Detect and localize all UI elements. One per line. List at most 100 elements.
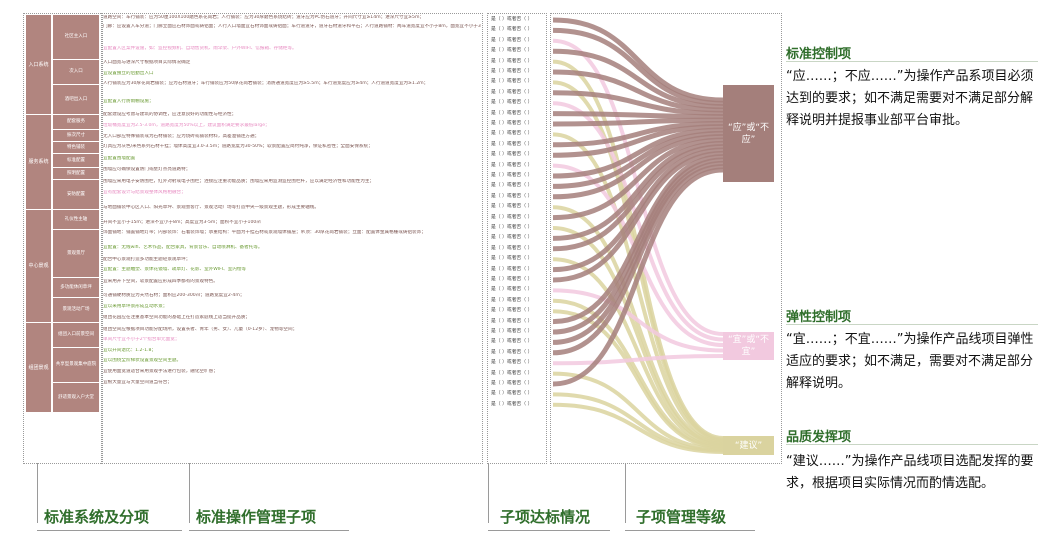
status-check[interactable]: 是（ ）或者否（ ） xyxy=(491,121,533,126)
desc-quality: “建议……”为操作产品线项目选配发挥的要求，根据项目实际情况而酌情选配。 xyxy=(786,454,1034,491)
flow-line xyxy=(552,150,724,283)
label-system: 标准系统及分项 xyxy=(44,508,150,526)
status-check[interactable]: 是（ ）或者否（ ） xyxy=(491,214,533,220)
status-check[interactable]: 是（ ）或者否（ ） xyxy=(491,266,533,272)
status-check[interactable]: 是（ ）或者否（ ） xyxy=(491,69,533,74)
item-line: 配合中心景观打造多功能主题轻景观草坪； xyxy=(103,257,191,262)
status-check[interactable]: 是（ ）或者否（ ） xyxy=(491,204,533,210)
item-line: 组团空间应根据项目功能分配场所，设置长者、青年（男、女）、儿童（0-12岁）、宠… xyxy=(103,327,298,332)
flow-line xyxy=(552,226,724,446)
flow-line xyxy=(552,137,724,221)
status-check[interactable]: 是（ ）或者否（ ） xyxy=(491,329,533,334)
item-line: 入口面宽与进深尺寸根据项目实际情况确定 xyxy=(103,60,191,65)
category-l2: 景观活动广场 xyxy=(53,298,99,323)
status-check[interactable]: 是（ ）或者否（ ） xyxy=(491,162,533,168)
flow-line xyxy=(552,164,724,356)
category-l2: 景观景厅 xyxy=(53,230,99,278)
item-line: 宜使用面宽道适合采用景观手法进行包装，融化空旷感； xyxy=(103,369,218,374)
category-l2: 次入口 xyxy=(53,60,99,85)
item-line: 宜采用开下空间，软景配置应形成四季都有的景观特色。 xyxy=(103,279,218,284)
status-check[interactable]: 是（ ）或者否（ ） xyxy=(491,100,533,106)
level-should-box: “应”或“不应” xyxy=(723,85,774,182)
status-check[interactable]: 是（ ）或者否（ ） xyxy=(491,17,533,22)
status-check[interactable]: 是（ ）或者否（ ） xyxy=(491,297,533,303)
item-line: 宜以采用草坪景形成互动水景； xyxy=(103,304,168,309)
status-check[interactable]: 是（ ）或者否（ ） xyxy=(491,37,533,43)
flow-line xyxy=(552,127,724,179)
status-check[interactable]: 是（ ）或者否（ ） xyxy=(491,318,533,324)
item-line: 围墙应可确保设置防门或壁灯点亮道路特； xyxy=(103,167,191,172)
category-column: 入口系统服务系统中心景观组团景观社区主入口次入口酒吧出入口配套服务振次尺寸特色铺… xyxy=(26,15,99,462)
item-line: 宜以围绕全阶梯状设置景观空间主题。 xyxy=(103,358,182,363)
status-check[interactable]: 是（ ）或者否（ ） xyxy=(491,339,533,345)
status-check[interactable]: 是（ ）或者否（ ） xyxy=(491,360,533,366)
flow-line xyxy=(552,140,724,241)
item-line: 围墙应采用电子安防围栏，红外对射或电子围栏；连接应注重功能品质；围墙应采用监测监… xyxy=(103,179,375,184)
status-check[interactable]: 是（ ）或者否（ ） xyxy=(491,381,533,386)
category-l2: 多功能休闲草坪 xyxy=(53,278,99,298)
status-check[interactable]: 是（ ）或者否（ ） xyxy=(491,349,533,355)
flow-line xyxy=(552,124,724,158)
item-line: 宜设置独立的后勤出入口 xyxy=(103,71,154,76)
status-check[interactable]: 是（ ）或者否（ ） xyxy=(491,27,533,33)
status-check[interactable]: 是（ ）或者否（ ） xyxy=(491,391,533,397)
flow-line xyxy=(552,134,724,200)
status-check[interactable]: 是（ ）或者否（ ） xyxy=(491,173,533,178)
status-check[interactable]: 是（ ）或者否（ ） xyxy=(491,48,533,54)
item-line: 垃圾桶宽度宜为2.5-3.0m，道路宽度为50%以上，建议面积满足要求最低lar… xyxy=(103,123,270,128)
flow-line xyxy=(552,69,724,113)
status-check[interactable]: 是（ ）或者否（ ） xyxy=(491,141,533,147)
flow-line xyxy=(552,309,724,450)
status-check[interactable]: 是（ ）或者否（ ） xyxy=(491,58,533,64)
flow-line xyxy=(552,27,724,106)
status-check[interactable]: 是（ ）或者否（ ） xyxy=(491,370,533,376)
system-frame xyxy=(23,13,103,464)
item-line: 宜以开间退比：1.2-1.8； xyxy=(103,348,157,353)
status-check[interactable]: 是（ ）或者否（ ） xyxy=(491,183,533,189)
rule-elastic xyxy=(786,324,1038,325)
item-line: 组团花园应在注重基本空间功能的基础上在打造家庭线上适当提升品质； xyxy=(103,315,251,320)
status-check[interactable]: 是（ ）或者否（ ） xyxy=(491,193,533,199)
item-list: 道路空间：车行铺装：应为50厘100X100磨色系花岗岩；人行铺装：应为30厚磨… xyxy=(102,15,482,463)
category-l2: 标准配置 xyxy=(53,154,99,168)
item-line: 灯具应为灰色/米色系列石材干挂；墙体高度宜3.0-3.5m；道路宽度为30-50… xyxy=(103,144,373,149)
flow-line xyxy=(552,144,724,252)
status-check[interactable]: 是（ ）或者否（ ） xyxy=(491,152,533,158)
status-check[interactable]: 是（ ）或者否（ ） xyxy=(491,287,533,293)
category-l1: 入口系统 xyxy=(26,15,51,115)
item-line: 饰面铺地：铺置铺地灯带；内部装饰：石着装饰墙；承重结构：平面为干挂石材或景观墙体… xyxy=(103,230,426,235)
flow-line xyxy=(552,120,724,148)
flow-line xyxy=(552,17,724,103)
category-l2: 照明配置 xyxy=(53,168,99,180)
status-check[interactable]: 是（ ）或者否（ ） xyxy=(491,89,533,95)
category-l1: 中心景观 xyxy=(26,210,51,323)
flow-line xyxy=(552,111,724,120)
rule-quality xyxy=(786,444,1038,445)
flow-line xyxy=(552,132,724,443)
connector-level xyxy=(625,463,626,523)
category-l1: 服务系统 xyxy=(26,115,51,210)
status-check[interactable]: 是（ ）或者否（ ） xyxy=(491,308,533,314)
connector-status xyxy=(488,463,489,523)
underline-system xyxy=(37,530,182,531)
flow-line xyxy=(552,160,724,345)
status-check[interactable]: 是（ ）或者否（ ） xyxy=(491,277,533,282)
category-l2: 振次尺寸 xyxy=(53,130,99,142)
item-line: 人行铺装应为30厚花岗岩铺装；应为石材道牙；车行铺装应为50厚花岗岩铺装；消防通… xyxy=(103,81,429,86)
status-check[interactable]: 是（ ）或者否（ ） xyxy=(491,401,533,407)
status-check[interactable]: 是（ ）或者否（ ） xyxy=(491,79,533,85)
status-check[interactable]: 是（ ）或者否（ ） xyxy=(491,131,533,137)
category-l2: 组团入口前景空间 xyxy=(53,323,99,348)
flow-frame xyxy=(550,13,782,464)
status-check[interactable]: 是（ ）或者否（ ） xyxy=(491,245,533,251)
item-line: 无入口部应特殊铺装或为石材铺装；应为烧砖或铺装材料，高差溢铺连方通； xyxy=(103,134,260,139)
status-check[interactable]: 是（ ）或者否（ ） xyxy=(491,225,533,230)
category-l2: 社区主入口 xyxy=(53,15,99,60)
status-check[interactable]: 是（ ）或者否（ ） xyxy=(491,110,533,116)
flow-line xyxy=(552,117,724,127)
status-check[interactable]: 是（ ）或者否（ ） xyxy=(491,256,533,262)
level-suggest-box: “建议” xyxy=(723,436,774,455)
status-check[interactable]: 是（ ）或者否（ ） xyxy=(491,235,533,241)
category-l2: 酒吧出入口 xyxy=(53,85,99,115)
